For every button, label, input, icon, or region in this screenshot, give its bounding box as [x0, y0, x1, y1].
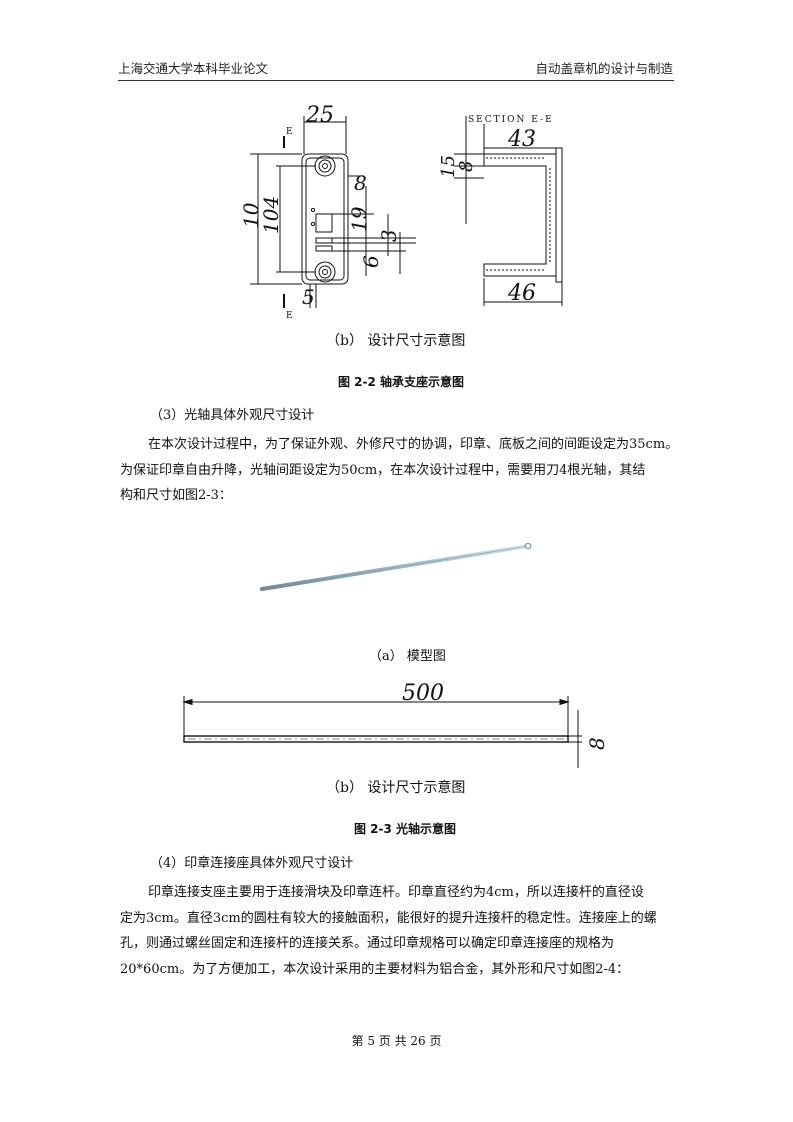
section-3-line-3: 构和尺寸如图2-3： — [120, 488, 232, 503]
dim-25: 25 — [305, 103, 334, 128]
dim-104: 104 — [259, 196, 283, 234]
fig2-3-subcaption-a: （a） 模型图 — [369, 649, 446, 664]
section-3-heading: （3）光轴具体外观尺寸设计 — [150, 408, 315, 423]
dim-15: 15 — [438, 155, 459, 178]
dim-8-front: 8 — [354, 171, 367, 195]
dim-43: 43 — [507, 127, 536, 152]
section-label: SECTION E-E — [468, 115, 554, 125]
section-3-line-1: 在本次设计过程中，为了保证外观、外修尺寸的协调，印章、底板之间的间距设定为35c… — [148, 437, 679, 452]
section-4-body: 印章连接支座主要用于连接滑块及印章连杆。印章直径约为4cm，所以连接杆的直径设 … — [120, 880, 680, 982]
shaft-dimension-drawing: 500 8 — [182, 681, 609, 768]
fig2-2-caption: 图 2-2 轴承支座示意图 — [338, 375, 465, 389]
dim-6: 6 — [359, 255, 383, 268]
section-3-body: 在本次设计过程中，为了保证外观、外修尺寸的协调，印章、底板之间的间距设定为35c… — [120, 432, 680, 509]
fig2-3-subcaption-b: （b） 设计尺寸示意图 — [326, 780, 466, 796]
shaft-model-render — [260, 543, 532, 591]
header-left: 上海交通大学本科毕业论文 — [118, 61, 269, 76]
page-footer: 第 5 页 共 26 页 — [351, 1034, 442, 1048]
dim-500: 500 — [402, 681, 444, 706]
dim-46: 46 — [507, 281, 536, 306]
header-rule — [118, 80, 674, 81]
dim-diameter-8: 8 — [585, 737, 609, 750]
fig2-3-caption: 图 2-3 光轴示意图 — [354, 822, 457, 836]
section-mark-top: E — [286, 127, 293, 137]
fig2-2-subcaption: （b） 设计尺寸示意图 — [326, 333, 466, 349]
header-right: 自动盖章机的设计与制造 — [535, 61, 673, 76]
front-view-drawing: 25 8 10 104 19 3 6 5 E E — [239, 103, 416, 321]
dim-3: 3 — [377, 229, 401, 242]
section-view-drawing: SECTION E-E 43 15 8 46 — [438, 115, 563, 306]
dim-5: 5 — [302, 285, 315, 309]
section-mark-bottom: E — [286, 311, 293, 321]
dim-10: 10 — [239, 202, 263, 228]
section-4-line-1: 印章连接支座主要用于连接滑块及印章连杆。印章直径约为4cm，所以连接杆的直径设 — [148, 885, 644, 900]
section-3-line-2: 为保证印章自由升降，光轴间距设定为50cm，在本次设计过程中，需要用刀4根光轴，… — [120, 462, 646, 478]
section-4-heading: （4）印章连接座具体外观尺寸设计 — [150, 856, 354, 871]
section-4-line-4: 20*60cm。为了方便加工，本次设计采用的主要材料为铝合金，其外形和尺寸如图2… — [120, 961, 630, 977]
dim-8-section: 8 — [456, 161, 477, 172]
dim-19: 19 — [347, 206, 371, 232]
section-4-line-3: 孔，则通过螺丝固定和连接杆的连接关系。通过印章规格可以确定印章连接座的规格为 — [120, 936, 615, 951]
section-4-line-2: 定为3cm。直径3cm的圆柱有较大的接触面积，能很好的提升连接杆的稳定性。连接座… — [120, 910, 657, 926]
